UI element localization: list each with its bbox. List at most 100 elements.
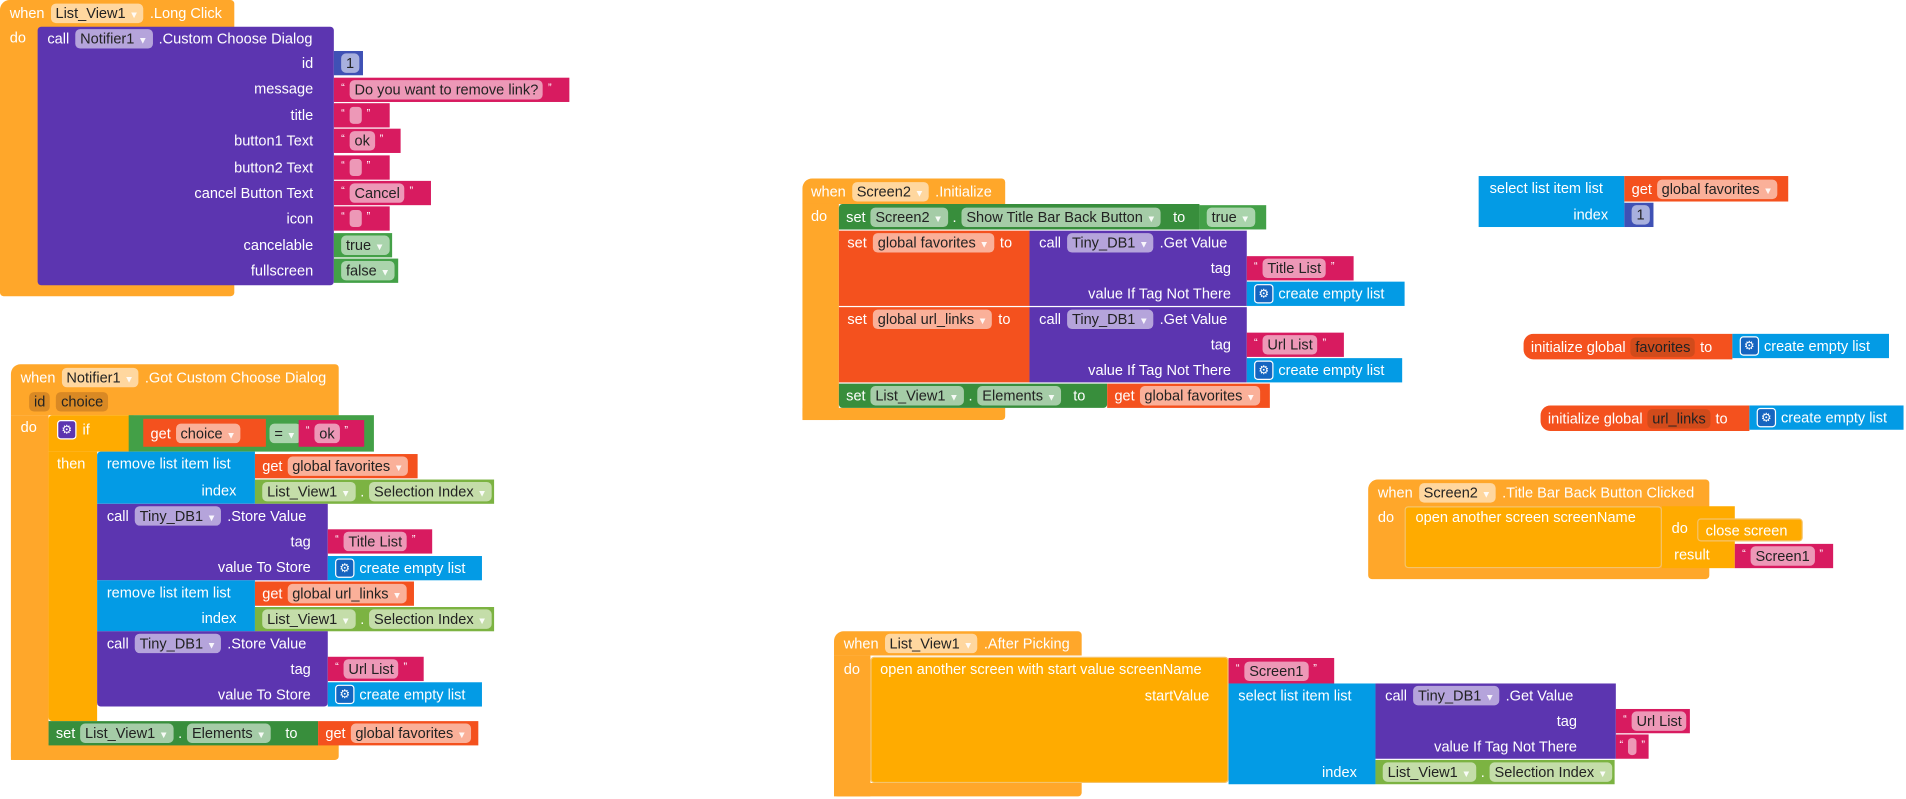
component-dropdown[interactable]: Notifier1▼ — [61, 367, 139, 388]
text-block[interactable]: “Url List” — [1615, 708, 1695, 734]
logic-dropdown[interactable]: false▼ — [341, 261, 395, 281]
text-field[interactable]: ok — [349, 131, 375, 151]
variable-name-field[interactable]: favorites — [1630, 336, 1696, 357]
logic-value[interactable]: true — [1211, 208, 1237, 226]
property-name[interactable]: Elements — [982, 387, 1043, 405]
component-name[interactable]: List_View1 — [267, 483, 338, 501]
open-screen-with-start-value-block[interactable] — [870, 656, 1229, 784]
property-name[interactable]: Elements — [191, 724, 253, 742]
component-name[interactable]: Tiny_DB1 — [1071, 310, 1136, 328]
text-field[interactable] — [349, 106, 362, 124]
text-block[interactable]: “Cancel” — [333, 180, 431, 206]
logic-dropdown[interactable]: true▼ — [341, 235, 390, 255]
text-field[interactable]: Url List — [343, 659, 399, 679]
text-field[interactable]: Screen1 — [1244, 661, 1309, 681]
remove-list-item-block[interactable] — [97, 580, 255, 632]
variable-dropdown[interactable]: global favorites▼ — [287, 456, 409, 476]
variable-name[interactable]: global favorites — [1144, 387, 1243, 405]
gear-icon[interactable]: ⚙ — [335, 684, 355, 705]
text-block[interactable]: “Url List” — [1246, 332, 1344, 357]
component-name[interactable]: Tiny_DB1 — [1417, 687, 1482, 705]
variable-name[interactable]: global url_links — [877, 310, 975, 328]
gear-icon[interactable]: ⚙ — [1756, 407, 1777, 428]
create-empty-list-block[interactable]: ⚙create empty list — [1749, 405, 1904, 430]
create-empty-list-block[interactable]: ⚙create empty list — [1732, 333, 1889, 359]
remove-list-item-block[interactable] — [97, 451, 255, 504]
property-name[interactable]: Selection Index — [1494, 763, 1595, 781]
component-dropdown[interactable]: List_View1▼ — [50, 3, 144, 24]
component-name[interactable]: List_View1 — [267, 610, 338, 628]
create-empty-list-block[interactable]: ⚙create empty list — [327, 682, 482, 707]
variable-dropdown[interactable]: choice▼ — [175, 423, 241, 443]
logic-false-block[interactable]: false▼ — [333, 258, 399, 283]
text-field[interactable]: Do you want to remove link? — [349, 80, 544, 100]
component-name[interactable]: List_View1 — [1387, 763, 1458, 781]
create-empty-list-block[interactable]: ⚙create empty list — [327, 556, 482, 581]
create-empty-list-block[interactable]: ⚙create empty list — [1246, 358, 1403, 383]
component-name[interactable]: List_View1 — [84, 724, 156, 742]
component-name[interactable]: List_View1 — [875, 387, 946, 405]
gear-icon[interactable]: ⚙ — [57, 420, 77, 440]
component-name[interactable]: Screen2 — [1423, 484, 1478, 502]
component-getter-block[interactable]: List_View1▼.Selection Index▼ — [1375, 759, 1615, 785]
text-block[interactable]: “Title List” — [1246, 256, 1354, 281]
select-list-item-block[interactable] — [1228, 683, 1376, 785]
text-field[interactable]: Url List — [1631, 711, 1687, 731]
component-name[interactable]: List_View1 — [889, 634, 960, 652]
number-block[interactable]: 1 — [1624, 202, 1654, 228]
text-field[interactable]: Url List — [1262, 335, 1318, 355]
component-getter-block[interactable]: List_View1▼.Selection Index▼ — [254, 479, 495, 504]
text-block[interactable]: “Screen1” — [1734, 543, 1834, 569]
text-block[interactable]: “Title List” — [327, 529, 433, 554]
text-field[interactable] — [1627, 738, 1637, 756]
property-name[interactable]: Selection Index — [374, 483, 474, 501]
text-field[interactable]: Title List — [343, 531, 407, 552]
component-name[interactable]: Screen2 — [856, 183, 911, 201]
variable-name-field[interactable]: url_links — [1647, 408, 1711, 428]
call-custom-choose-dialog[interactable] — [37, 26, 334, 286]
text-block[interactable]: “ok” — [333, 128, 401, 153]
gear-icon[interactable]: ⚙ — [1254, 360, 1274, 380]
gear-icon[interactable]: ⚙ — [1739, 336, 1760, 356]
variable-name[interactable]: global url_links — [292, 585, 389, 603]
component-name[interactable]: Tiny_DB1 — [1071, 234, 1136, 252]
text-field[interactable] — [349, 210, 362, 228]
param-choice[interactable]: choice — [56, 392, 109, 412]
component-name[interactable]: Tiny_DB1 — [139, 507, 204, 525]
logic-true-block[interactable]: true▼ — [333, 233, 393, 258]
component-getter-block[interactable]: List_View1▼.Selection Index▼ — [254, 607, 495, 632]
select-list-item-block[interactable] — [1478, 176, 1625, 228]
logic-true-block[interactable]: true▼ — [1199, 205, 1267, 230]
component-dropdown[interactable]: Notifier1▼ — [75, 29, 153, 49]
close-screen-block[interactable]: close screen — [1697, 518, 1803, 542]
text-block[interactable]: “” — [333, 155, 390, 180]
text-field[interactable]: ok — [314, 423, 340, 444]
number-field[interactable]: 1 — [1631, 205, 1650, 225]
text-block[interactable]: “Do you want to remove link?” — [333, 77, 570, 102]
gear-icon[interactable]: ⚙ — [1254, 284, 1274, 304]
variable-name[interactable]: global favorites — [877, 234, 976, 252]
text-field[interactable] — [349, 159, 362, 177]
operator-dropdown[interactable]: =▼ — [269, 423, 301, 444]
text-field[interactable]: Title List — [1262, 258, 1326, 279]
text-field[interactable]: Screen1 — [1750, 546, 1815, 566]
open-another-screen-block[interactable] — [1404, 506, 1662, 569]
gear-icon[interactable]: ⚙ — [335, 558, 355, 578]
text-block[interactable]: “” — [333, 103, 390, 128]
text-block[interactable]: “Url List” — [327, 656, 424, 682]
text-field[interactable]: Cancel — [349, 183, 405, 203]
variable-name[interactable]: global favorites — [355, 724, 454, 742]
text-block[interactable]: “” — [1615, 734, 1649, 759]
variable-name[interactable]: global favorites — [1661, 180, 1760, 198]
